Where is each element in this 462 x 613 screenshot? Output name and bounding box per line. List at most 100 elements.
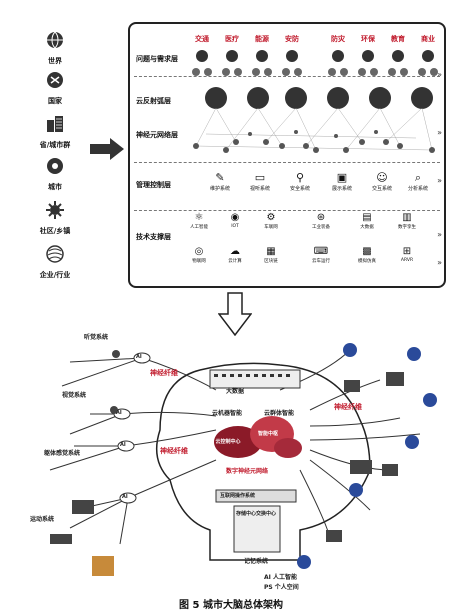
tech-item: ⚛人工智能 (184, 212, 214, 230)
mgmt-item: ▣展示系统 (322, 171, 362, 193)
level-label: 省/城市群 (39, 141, 71, 149)
layer-divider (134, 210, 440, 211)
globe-icon (47, 31, 63, 49)
wifi-icon: ◉ (230, 212, 240, 223)
brain-diagram (49, 343, 437, 576)
level-community: 社区/乡镇 (20, 200, 90, 236)
category-label: 安防 (285, 35, 299, 43)
laptop-icon: ⌨ (313, 246, 329, 257)
layer-divider (134, 76, 440, 77)
sense-label: 视觉系统 (62, 392, 87, 399)
nation-icon (47, 72, 63, 88)
tech-item: ▥数字孪生 (392, 212, 422, 230)
chevron-right-icon[interactable]: » (437, 128, 442, 137)
mgmt-item: ✎维护系统 (200, 171, 240, 193)
tech-item: ▩模拟仿真 (352, 246, 382, 264)
neural-network-graphic (192, 50, 438, 153)
category-label: 教育 (391, 35, 405, 43)
internet-os-label: 互联网操作系统 (220, 493, 256, 499)
level-province: 省/城市群 (20, 114, 90, 150)
pin-icon: ⚲ (295, 171, 305, 184)
layer-divider (134, 162, 440, 163)
network-icon: ◎ (194, 246, 204, 257)
vr-icon: ⊞ (402, 246, 412, 257)
gear-icon: ⚙ (266, 212, 276, 223)
document-icon: ▥ (402, 212, 412, 223)
ai-node-label: AI (122, 494, 128, 500)
monitor-icon: ▭ (254, 171, 266, 184)
level-label: 世界 (48, 57, 62, 65)
chart-icon: ▤ (362, 212, 372, 223)
tech-item: ▦区块链 (256, 246, 286, 264)
cloud-group-label: 云群体智能 (264, 410, 295, 417)
category-label: 商业 (421, 35, 435, 43)
level-world: 世界 (20, 30, 90, 66)
chevron-right-icon[interactable]: » (437, 258, 442, 267)
level-label: 企业/行业 (39, 271, 71, 279)
sense-label: 躯体感觉系统 (44, 450, 81, 457)
ai-node-label: AI (136, 354, 142, 360)
down-arrow-icon (218, 292, 252, 336)
category-label: 防灾 (331, 35, 345, 43)
tech-item: ▤大数据 (352, 212, 382, 230)
buildings-icon (47, 116, 63, 132)
bigdata-label: 大数据 (226, 388, 245, 395)
ai-node-label: AI (120, 442, 126, 448)
smart-center-label: 智能中枢 (258, 431, 279, 437)
category-label: 医疗 (225, 35, 239, 43)
layer-label: 管理控制层 (136, 181, 171, 189)
layer-label: 问题与需求层 (136, 55, 178, 63)
tech-item: ⊞ARVR (392, 246, 422, 263)
tech-item: ⌨云车运行 (306, 246, 336, 264)
level-label: 国家 (48, 97, 62, 105)
tech-item: ◉IOT (220, 212, 250, 229)
tech-item: ⚙车联网 (256, 212, 286, 230)
chevron-right-icon[interactable]: » (437, 176, 442, 185)
mgmt-item: ▭视听系统 (240, 171, 280, 193)
pen-icon: ✎ (215, 171, 225, 184)
category-label: 环保 (361, 35, 375, 43)
user-icon: ☺ (376, 171, 388, 184)
ai-center-label: AI 云控制中心 (208, 439, 241, 445)
mgmt-item: ⌕分析系统 (398, 171, 438, 193)
right-arrow-icon (90, 138, 124, 160)
search-icon: ⌕ (414, 171, 422, 184)
simulation-icon: ▩ (362, 246, 372, 257)
layer-label: 技术支撑层 (136, 233, 171, 241)
city-icon (47, 158, 63, 174)
tech-item: ⊛工业装备 (306, 212, 336, 230)
ai-node-label: AI (116, 410, 122, 416)
blockchain-icon: ▦ (266, 246, 276, 257)
level-city: 城市 (20, 156, 90, 192)
level-label: 城市 (48, 183, 62, 191)
legend-ps: PS 个人空间 (264, 584, 299, 591)
enterprise-icon (46, 245, 64, 263)
sense-label: 运动系统 (30, 516, 55, 523)
layer-label: 神经元网络层 (136, 131, 178, 139)
architecture-panel: 交通 医疗 能源 安防 防灾 环保 教育 商业 问题与需求层 云反射弧层 神经元… (128, 22, 446, 288)
fiber-label: 神经纤维 (334, 403, 362, 411)
layer-label: 云反射弧层 (136, 97, 171, 105)
level-enterprise: 企业/行业 (20, 244, 90, 280)
level-nation: 国家 (20, 70, 90, 106)
chevron-right-icon[interactable]: » (437, 230, 442, 239)
fiber-label: 神经纤维 (150, 369, 178, 377)
category-label: 交通 (195, 35, 209, 43)
category-label: 能源 (255, 35, 269, 43)
figure-caption: 图 5 城市大脑总体架构 (179, 600, 283, 611)
memory-label: 记忆系统 (244, 558, 269, 565)
satellite-icon: ⊛ (316, 212, 326, 223)
legend-ai: AI 人工智能 (264, 574, 297, 581)
tech-item: ☁云计算 (220, 246, 250, 264)
mgmt-item: ☺交互系统 (362, 171, 402, 193)
image-icon: ▣ (336, 171, 348, 184)
tech-item: ◎物联网 (184, 246, 214, 264)
cloud-icon: ☁ (230, 246, 240, 257)
storage-center-label: 存储中心 (236, 511, 257, 517)
atom-icon: ⚛ (194, 212, 204, 223)
chevron-right-icon[interactable]: » (437, 70, 442, 79)
level-label: 社区/乡镇 (39, 227, 71, 235)
mgmt-item: ⚲安全系统 (280, 171, 320, 193)
sense-label: 听觉系统 (84, 334, 109, 341)
neural-net-label: 数字神经元网络 (226, 468, 269, 475)
